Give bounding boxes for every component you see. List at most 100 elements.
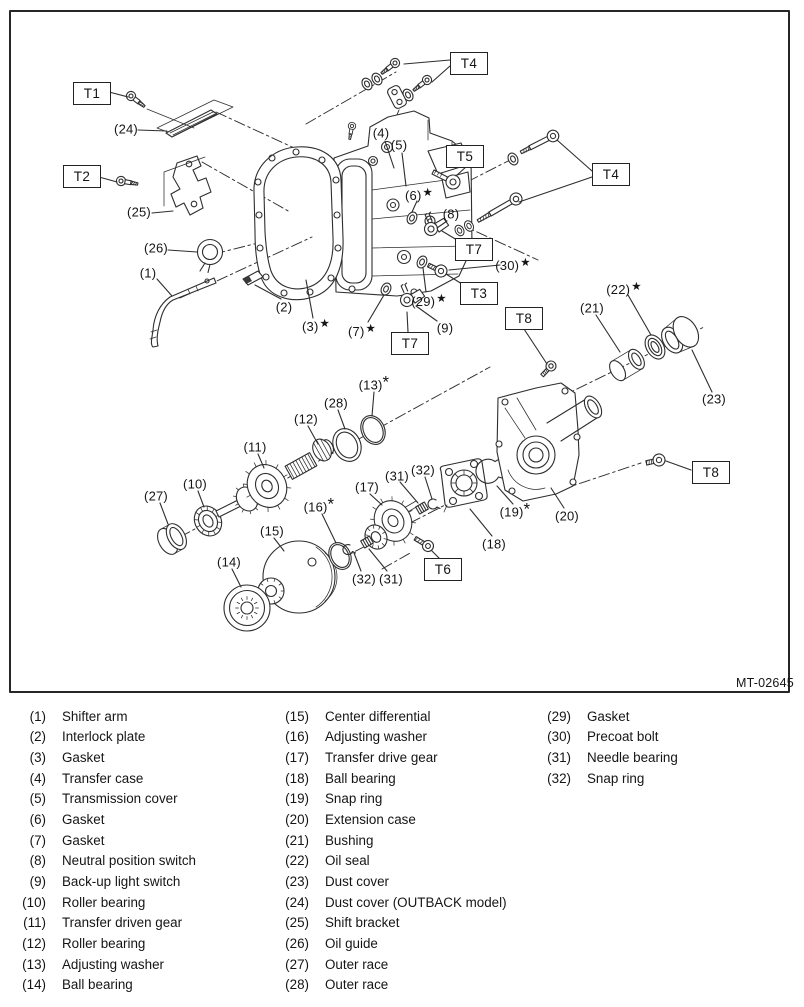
part-row: (10)Roller bearing	[14, 892, 196, 913]
part-number: (17)	[285, 750, 309, 766]
part-row: (19)Snap ring	[277, 789, 507, 810]
part-name: Roller bearing	[62, 935, 146, 951]
torque-box-t3: T3	[460, 282, 498, 305]
part-name: Ball bearing	[325, 770, 396, 786]
part-row: (12)Roller bearing	[14, 933, 196, 954]
part-row: (24)Dust cover (OUTBACK model)	[277, 892, 507, 913]
part-name: Bushing	[325, 832, 374, 848]
torque-box-t6: T6	[424, 558, 462, 581]
part-number: (20)	[285, 812, 309, 828]
snap-ring-32b-drawing	[342, 544, 357, 556]
part-number: (23)	[285, 873, 309, 889]
part-callout-32: (32)	[411, 462, 435, 478]
part-callout-16: (16)*	[303, 494, 335, 515]
part-callout-27: (27)	[144, 488, 168, 504]
part-name: Dust cover (OUTBACK model)	[325, 894, 507, 910]
part-row: (15)Center differential	[277, 706, 507, 727]
part-callout-10: (10)	[183, 476, 207, 492]
bushing-21-drawing	[609, 348, 645, 382]
part-name: Needle bearing	[587, 750, 678, 766]
hanger-bolts-drawing	[359, 55, 435, 109]
part-row: (3) Gasket	[14, 747, 196, 768]
interlock-plate-drawing	[242, 270, 264, 286]
part-row: (14)Ball bearing	[14, 974, 196, 995]
backup-switch-drawing	[399, 282, 426, 308]
star-marker: ★	[436, 293, 447, 305]
part-callout-23: (23)	[702, 391, 726, 407]
roller-bearing-12-drawing	[312, 438, 335, 462]
parts-column-2: (15)Center differential(16)Adjusting was…	[277, 706, 507, 995]
part-callout-8: (8)	[442, 206, 460, 222]
part-name: Adjusting washer	[62, 956, 164, 972]
star-marker: ★	[631, 281, 642, 293]
part-number: (28)	[285, 977, 309, 993]
part-name: Interlock plate	[62, 729, 146, 745]
part-callout-14: (14)	[217, 554, 241, 570]
part-name: Outer race	[325, 956, 389, 972]
part-number: (21)	[285, 832, 309, 848]
shift-bracket-drawing	[163, 155, 212, 216]
part-callout-31: (31)	[385, 468, 409, 484]
part-number: (2)	[29, 729, 46, 745]
part-number: (16)	[285, 729, 309, 745]
parts-column-3: (29)Gasket(30)Precoat bolt(31)Needle bea…	[539, 706, 678, 789]
part-row: (31)Needle bearing	[539, 747, 678, 768]
part-number: (3)	[29, 750, 46, 766]
part-callout-22: (22)★	[606, 281, 642, 297]
part-row: (22)Oil seal	[277, 850, 507, 871]
part-number: (15)	[285, 708, 309, 724]
part-callout-24: (24)	[114, 121, 138, 137]
part-row: (28) Outer race	[277, 974, 507, 995]
torque-box-t2: T2	[63, 165, 101, 188]
gasket-3-drawing	[253, 146, 344, 301]
figure-border	[9, 10, 790, 693]
ball-bearing-14-drawing	[223, 584, 271, 632]
part-name: Gasket	[62, 832, 105, 848]
part-number: (25)	[285, 915, 309, 931]
part-callout-31: (31)	[379, 571, 403, 587]
oil-guide-drawing	[196, 238, 224, 274]
part-name: Gasket	[62, 812, 105, 828]
figure-code: MT-02645	[736, 676, 794, 690]
part-number: (29)	[547, 708, 571, 724]
torque-box-t7: T7	[391, 332, 429, 355]
part-callout-26: (26)	[144, 240, 168, 256]
part-callout-25: (25)	[127, 204, 151, 220]
part-name: Outer race	[325, 977, 389, 993]
part-name: Oil seal	[325, 853, 370, 869]
part-number: (11)	[23, 915, 46, 931]
adjusting-washer-13-drawing	[360, 415, 386, 445]
part-row: (13)Adjusting washer	[14, 954, 196, 975]
part-name: Extension case	[325, 812, 416, 828]
torque-box-t8: T8	[505, 307, 543, 330]
part-number: (4)	[29, 770, 46, 786]
part-name: Gasket	[62, 750, 105, 766]
part-row: (11) Transfer driven gear	[14, 912, 196, 933]
star-marker: ★	[365, 323, 377, 335]
t5-bolt-drawing	[431, 169, 461, 190]
part-row: (27) Outer race	[277, 954, 507, 975]
part-callout-6: (6)★	[404, 187, 434, 203]
part-name: Snap ring	[587, 770, 645, 786]
part-callout-20: (20)	[555, 508, 579, 524]
part-callout-29: (29)★	[411, 293, 447, 309]
part-name: Transfer driven gear	[62, 915, 183, 931]
part-number: (27)	[285, 956, 309, 972]
part-number: (10)	[22, 894, 46, 910]
part-number: (6)	[29, 812, 46, 828]
part-number: (1)	[29, 708, 46, 724]
snap-ring-32a-drawing	[427, 498, 441, 510]
part-number: (5)	[29, 791, 46, 807]
torque-box-t7: T7	[455, 238, 493, 261]
part-callout-19: (19)*	[499, 499, 531, 520]
torque-box-t4: T4	[450, 52, 488, 75]
part-number: (32)	[547, 770, 571, 786]
part-name: Back-up light switch	[62, 873, 181, 889]
dust-cover-23-drawing	[661, 316, 700, 354]
part-callout-2: (2)	[275, 299, 293, 315]
part-row: (30)Precoat bolt	[539, 727, 678, 748]
asterisk-marker: *	[327, 494, 335, 514]
part-row: (25)Shift bracket	[277, 912, 507, 933]
